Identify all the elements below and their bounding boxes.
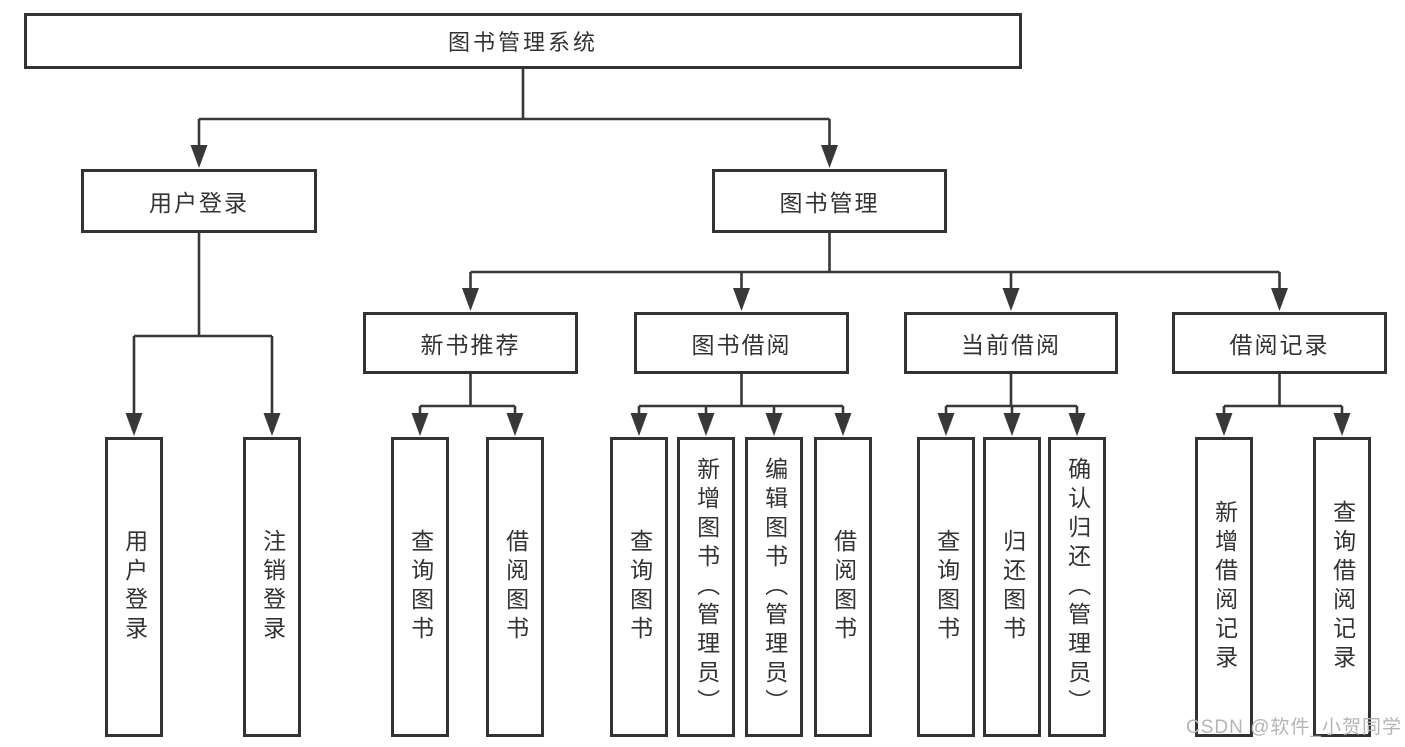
leaf-borrow-borrow-books: 借阅图书 xyxy=(814,437,872,737)
arrowhead-icon xyxy=(630,413,648,436)
arrowhead-icon xyxy=(937,413,955,436)
node-borrow-records: 借阅记录 xyxy=(1172,312,1387,374)
arrowhead-icon xyxy=(1271,288,1288,311)
node-user-login-label: 用户登录 xyxy=(149,190,249,216)
arrowhead-icon xyxy=(411,413,429,436)
leaf-borrow-query-books-label: 查询图书 xyxy=(626,529,653,645)
node-root-label: 图书管理系统 xyxy=(447,30,598,55)
arrowhead-icon xyxy=(765,413,783,436)
leaf-newrec-query-books: 查询图书 xyxy=(391,437,449,737)
leaf-records-add-record: 新增借阅记录 xyxy=(1195,437,1253,737)
leaf-borrow-edit-books-admin: 编辑图书（管理员） xyxy=(745,437,803,737)
node-current-borrow: 当前借阅 xyxy=(904,312,1118,374)
arrowhead-icon xyxy=(834,413,852,436)
leaf-borrow-edit-books-admin-label: 编辑图书（管理员） xyxy=(761,456,788,718)
leaf-borrow-add-books-admin: 新增图书（管理员） xyxy=(677,437,735,737)
leaf-current-query-books-label: 查询图书 xyxy=(933,529,960,645)
arrowhead-icon xyxy=(125,413,143,436)
leaf-records-add-record-label: 新增借阅记录 xyxy=(1211,500,1238,674)
connector-book-borrow-to-children xyxy=(630,374,852,436)
leaf-borrow-add-books-admin-label: 新增图书（管理员） xyxy=(693,456,720,718)
node-book-borrow: 图书借阅 xyxy=(634,312,849,374)
arrowhead-icon xyxy=(1003,413,1021,436)
leaf-user-login: 用户登录 xyxy=(105,437,163,737)
node-user-login: 用户登录 xyxy=(81,169,317,233)
node-new-book-recommend-label: 新书推荐 xyxy=(420,332,521,358)
arrowhead-icon xyxy=(1333,413,1351,436)
leaf-borrow-query-books: 查询图书 xyxy=(610,437,668,737)
node-new-book-recommend: 新书推荐 xyxy=(363,312,578,374)
leaf-current-confirm-return-admin: 确认归还（管理员） xyxy=(1048,437,1106,737)
arrowhead-icon xyxy=(190,145,208,168)
node-root-system: 图书管理系统 xyxy=(24,13,1022,69)
leaf-newrec-borrow-books-label: 借阅图书 xyxy=(502,529,529,645)
arrowhead-icon xyxy=(1068,413,1086,436)
arrowhead-icon xyxy=(697,413,715,436)
leaf-newrec-borrow-books: 借阅图书 xyxy=(486,437,544,737)
leaf-current-return-books: 归还图书 xyxy=(983,437,1041,737)
node-book-management-label: 图书管理 xyxy=(779,190,880,216)
node-book-borrow-label: 图书借阅 xyxy=(691,332,792,358)
connector-root-to-level2 xyxy=(190,69,838,168)
leaf-current-return-books-label: 归还图书 xyxy=(999,529,1026,645)
arrowhead-icon xyxy=(506,413,524,436)
arrowhead-icon xyxy=(462,288,479,311)
leaf-logout: 注销登录 xyxy=(243,437,301,737)
connector-book-management-to-level3 xyxy=(462,233,1288,311)
leaf-borrow-borrow-books-label: 借阅图书 xyxy=(830,529,857,645)
leaf-records-query-record-label: 查询借阅记录 xyxy=(1329,500,1356,674)
leaf-current-query-books: 查询图书 xyxy=(917,437,975,737)
leaf-records-query-record: 查询借阅记录 xyxy=(1313,437,1371,737)
leaf-current-confirm-return-admin-label: 确认归还（管理员） xyxy=(1064,456,1091,718)
connector-new-book-to-children xyxy=(411,374,524,436)
connector-borrow-records-to-children xyxy=(1215,374,1351,436)
arrowhead-icon xyxy=(821,145,838,168)
arrowhead-icon xyxy=(733,288,750,311)
connector-current-borrow-to-children xyxy=(937,374,1086,436)
node-book-management: 图书管理 xyxy=(712,169,947,233)
watermark-text: CSDN @软件_小贺同学 xyxy=(1186,717,1402,738)
leaf-user-login-label: 用户登录 xyxy=(121,529,148,645)
arrowhead-icon xyxy=(1002,288,1020,311)
connector-user-login-to-children xyxy=(125,233,281,436)
node-current-borrow-label: 当前借阅 xyxy=(961,332,1061,358)
arrowhead-icon xyxy=(1215,413,1233,436)
leaf-logout-label: 注销登录 xyxy=(259,529,286,645)
node-borrow-records-label: 借阅记录 xyxy=(1229,332,1330,358)
arrowhead-icon xyxy=(263,413,281,436)
leaf-newrec-query-books-label: 查询图书 xyxy=(407,529,434,645)
